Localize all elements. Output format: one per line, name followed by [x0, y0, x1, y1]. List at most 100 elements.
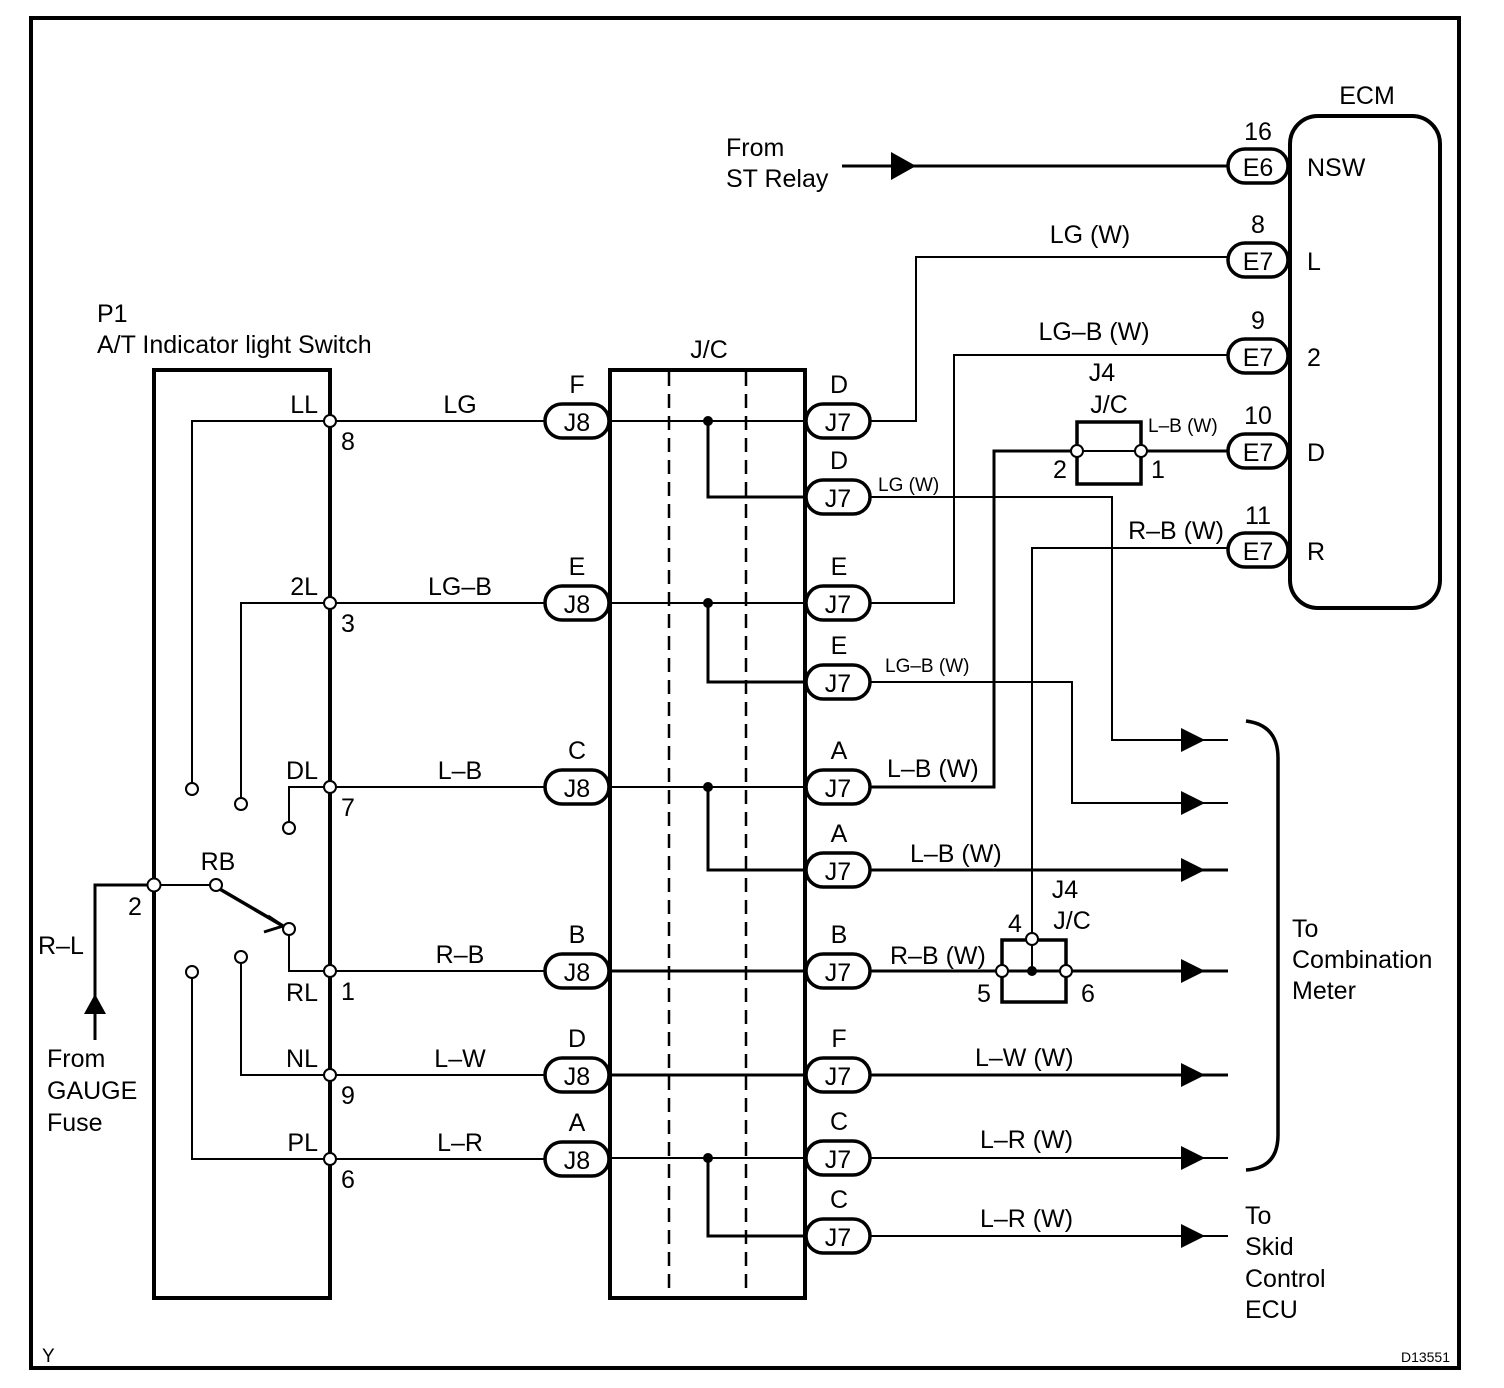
j7-pin-label: C [830, 1108, 848, 1136]
j4-lower-pin-6 [1059, 964, 1073, 978]
st-relay-arrow-icon [891, 152, 916, 180]
switch-terminal [323, 596, 337, 610]
output-arrow-icon [1181, 1063, 1205, 1087]
wire-label: LG (W) [1050, 221, 1131, 249]
j7-connector-label: J7 [825, 959, 851, 987]
switch-terminal [323, 1152, 337, 1166]
wire-label: R–B (W) [890, 942, 986, 970]
j7-pin-label: D [830, 447, 848, 475]
contact-pl [185, 965, 199, 979]
j7-pin-label: E [831, 553, 848, 581]
j7-connector-label: J7 [825, 485, 851, 513]
skid-ecu-label-2: Skid [1245, 1233, 1294, 1261]
lead-pl [191, 978, 330, 1160]
output-arrow-icon [1181, 1224, 1205, 1248]
terminal-number: 1 [341, 978, 355, 1006]
j7-connector-label: J7 [825, 1146, 851, 1174]
wire-label: R–B (W) [1128, 517, 1224, 545]
combination-meter-label-2: Combination [1292, 946, 1432, 974]
j8-connector [543, 1140, 611, 1178]
splice-dot [1027, 966, 1037, 976]
j8-pin-label: F [569, 371, 584, 399]
terminal-number: 3 [341, 610, 355, 638]
lead-rl [288, 935, 330, 972]
j8-pin-label: E [569, 553, 586, 581]
ecm-connector [1226, 531, 1290, 569]
skid-ecu-label-3: Control [1245, 1265, 1326, 1293]
jc-split-lg [706, 421, 805, 499]
j7-pin-label: B [831, 921, 848, 949]
switch-terminal [323, 780, 337, 794]
skid-ecu-label-4: ECU [1245, 1296, 1298, 1324]
switch-id: P1 [97, 300, 128, 328]
st-relay-label-1: From [726, 134, 784, 162]
wire-label: L–W (W) [975, 1044, 1074, 1072]
gauge-wire-color: R–L [38, 932, 84, 960]
j8-connector-label: J8 [564, 1147, 590, 1175]
ecm-connector-label: E7 [1243, 439, 1274, 467]
gauge-label-3: Fuse [47, 1109, 103, 1137]
ecm-connector [1226, 147, 1290, 185]
j8-connector [543, 768, 611, 806]
j7-pin-label: D [830, 371, 848, 399]
jc-split-lb [706, 787, 805, 872]
j4-upper-box [1075, 420, 1143, 486]
terminal-name: DL [286, 757, 318, 785]
ecm-connector-label: E7 [1243, 344, 1274, 372]
wire-rb-w-ecm [1031, 547, 1228, 938]
j4-lower-pin-label: 6 [1081, 980, 1095, 1008]
j7-connector [804, 663, 872, 701]
wire-lb-w-j4 [870, 449, 1077, 789]
output-arrow-icon [1181, 959, 1205, 983]
wire-label: LG–B (W) [1038, 318, 1149, 346]
output-arrow-icon [1181, 1146, 1205, 1170]
wire-lgb-w-meter [870, 681, 1228, 804]
j4-upper-id: J4 [1089, 359, 1116, 387]
lead-2l [240, 602, 330, 798]
contact-rl [282, 922, 296, 936]
j7-connector [804, 851, 872, 889]
j7-connector [804, 584, 872, 622]
ecm-pin-nsw: 16 E6 NSW [1226, 118, 1366, 185]
j8-pin-label: B [569, 921, 586, 949]
gauge-label-1: From [47, 1045, 105, 1073]
terminal-name: LL [290, 391, 318, 419]
wire-label: L–B [438, 757, 482, 785]
wire-label: L–R (W) [980, 1126, 1073, 1154]
switch-box [152, 368, 332, 1300]
j4-upper-pin-label: 2 [1053, 456, 1067, 484]
wire-lgb-w-ecm [870, 354, 1228, 604]
output-arrow-icon [1181, 858, 1205, 882]
ecm-pin-r: 11 E7 R [1226, 502, 1325, 569]
ecm-connector-label: E7 [1243, 248, 1274, 276]
terminal-number: 9 [341, 1082, 355, 1110]
wire-label: L–B (W) [887, 755, 979, 783]
wire-label: L–W [434, 1045, 486, 1073]
j7-connector [804, 952, 872, 990]
jc-split-lgb [706, 603, 805, 684]
ecm-connector [1226, 241, 1290, 279]
j8-connector [543, 952, 611, 990]
j7-connector-label: J7 [825, 1224, 851, 1252]
wire-label: LG–B (W) [885, 656, 969, 677]
j7-connector-label: J7 [825, 1063, 851, 1091]
splice-dot [703, 782, 713, 792]
contact-rb [209, 878, 223, 892]
lead-dl [288, 786, 330, 822]
ecm-connector-label: E6 [1243, 154, 1274, 182]
j7-connector [804, 1139, 872, 1177]
j4-upper-pin-2 [1070, 444, 1084, 458]
lead-ll [191, 420, 330, 783]
j7-connector-label: J7 [825, 775, 851, 803]
terminal-name: RL [286, 979, 318, 1007]
contact-nl [234, 950, 248, 964]
